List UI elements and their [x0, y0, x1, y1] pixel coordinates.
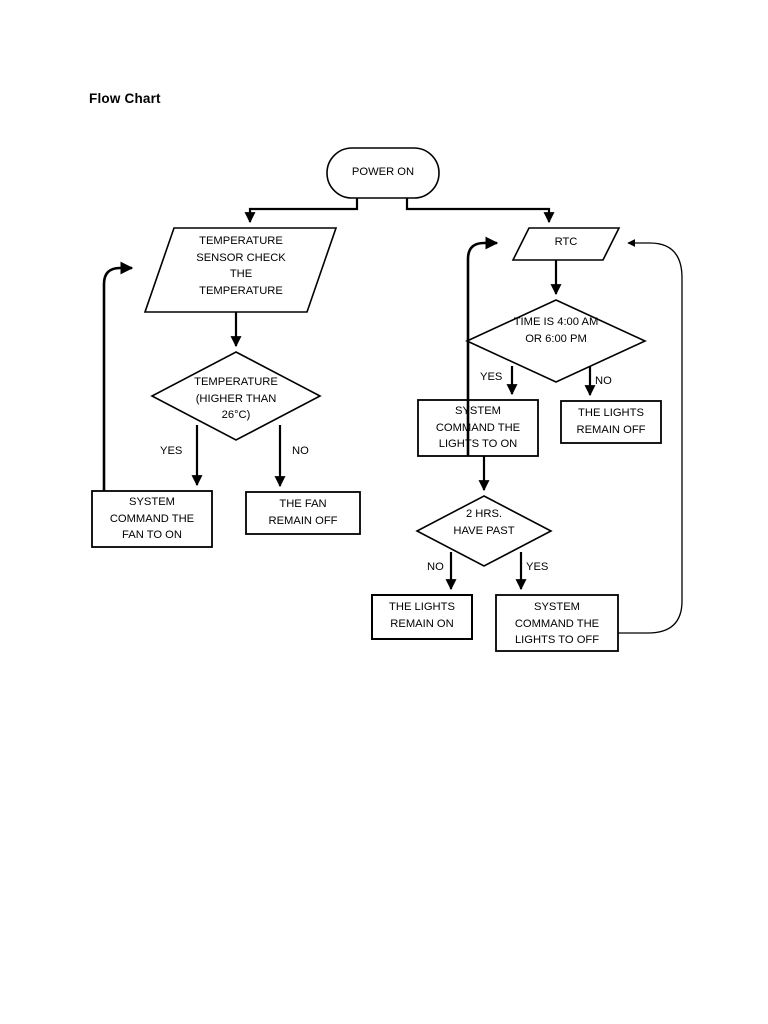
edge-label-two-hrs-no: NO	[427, 561, 444, 573]
node-fan-on-shape	[91, 490, 213, 548]
node-temp-sensor-shape	[143, 227, 338, 313]
node-two-hrs-decision-shape	[415, 495, 553, 567]
node-temp-decision-shape	[150, 351, 322, 441]
edge-power-to-temp-sensor	[244, 198, 359, 224]
edge-label-time-yes: YES	[480, 371, 503, 383]
edge-label-temperature-no: NO	[292, 445, 309, 457]
page-title: Flow Chart	[89, 91, 161, 106]
node-power-on-shape	[326, 147, 440, 199]
node-lights-remain-off-shape	[560, 400, 662, 444]
node-lights-on-shape	[417, 399, 539, 457]
edge-lights-on-feedback-to-rtc	[466, 236, 499, 456]
node-lights-remain-on-shape	[371, 594, 473, 640]
edge-fan-on-feedback-to-temp-sensor	[102, 261, 134, 491]
node-lights-off-shape	[495, 594, 619, 652]
edge-label-time-no: NO	[595, 375, 612, 387]
edge-label-two-hrs-yes: YES	[526, 561, 549, 573]
edge-lights-off-feedback-to-rtc	[618, 239, 683, 634]
node-rtc-shape	[511, 227, 621, 261]
node-fan-off-shape	[245, 491, 361, 535]
edge-label-temperature-yes: YES	[160, 445, 183, 457]
edge-power-to-rtc	[405, 198, 555, 224]
node-time-decision-shape	[465, 299, 647, 383]
